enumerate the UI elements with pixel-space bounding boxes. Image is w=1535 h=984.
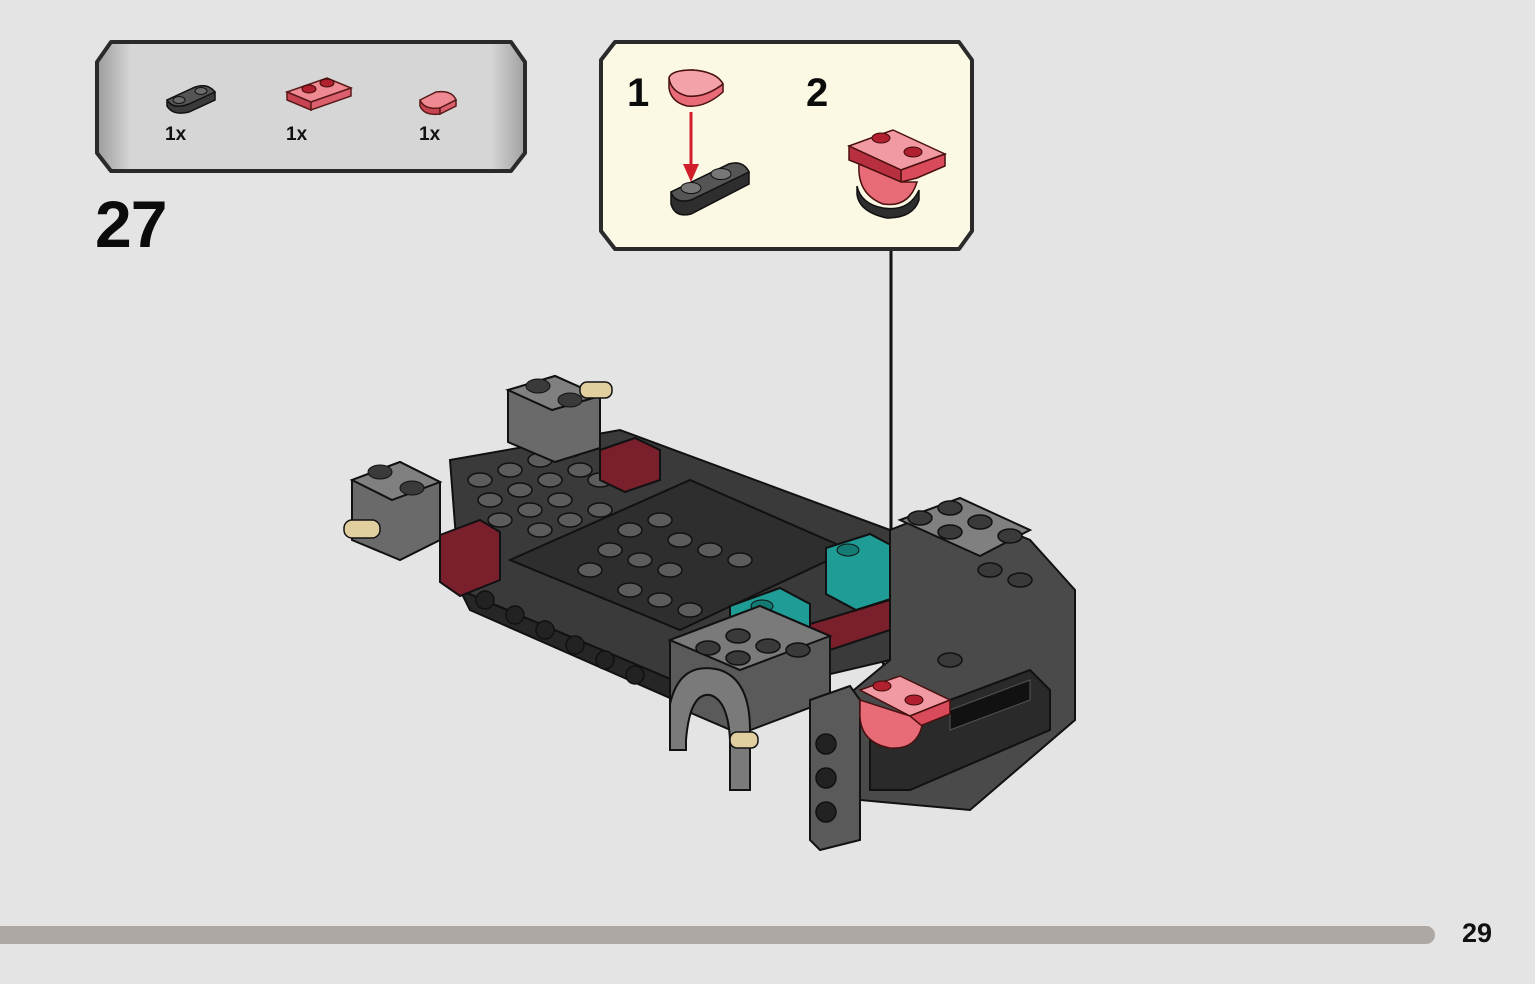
car-chassis-model-illustration [343, 374, 1076, 852]
sub-step-2-assembly-icon [847, 129, 947, 219]
progress-bar [0, 926, 1435, 944]
part-plate-trans-red-icon [284, 77, 354, 112]
arrow-head-icon [683, 164, 699, 182]
sub-step-number: 1 [627, 71, 650, 115]
highlighted-new-part-icon [858, 675, 952, 749]
part-quantity: 1x [419, 124, 441, 145]
sub-step-1-plate-icon [670, 162, 751, 216]
part-plate-dark-gray-icon [165, 85, 217, 114]
parts-list-box [95, 40, 527, 173]
page-number: 29 [1462, 918, 1493, 948]
sub-step-number: 2 [806, 71, 829, 115]
part-quantity: 1x [165, 124, 187, 145]
step-number: 27 [95, 187, 167, 261]
sub-step-1-tile-icon [668, 69, 724, 107]
sub-assembly-box [599, 40, 974, 251]
part-quantity: 1x [286, 124, 308, 145]
part-tile-quarter-round-icon [419, 90, 457, 116]
